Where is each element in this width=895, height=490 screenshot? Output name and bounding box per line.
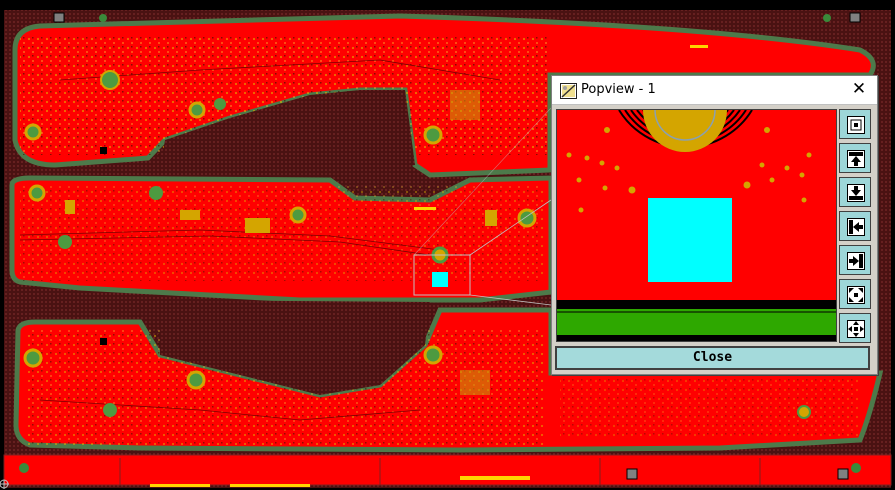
zoom-region-outline [413, 254, 471, 296]
popview-titlebar[interactable]: Popview - 1 ✕ [552, 76, 877, 105]
zoom-in-icon [847, 320, 865, 338]
zoom-out-button[interactable] [839, 279, 871, 309]
app-icon [560, 83, 577, 99]
close-icon[interactable]: ✕ [851, 79, 867, 99]
close-button[interactable]: Close [555, 346, 870, 370]
zoom-fit-icon [847, 116, 865, 134]
mounting-holes [19, 70, 861, 473]
pan-right-button[interactable] [839, 245, 871, 275]
popview-title: Popview - 1 [581, 82, 656, 97]
pan-down-icon [847, 184, 865, 202]
popview-toolbar [839, 109, 873, 344]
pan-right-icon [847, 252, 865, 270]
pan-up-button[interactable] [839, 143, 871, 173]
popview-window[interactable]: Popview - 1 ✕ [551, 75, 878, 375]
highlight-pad [432, 272, 448, 287]
pan-up-icon [847, 150, 865, 168]
zoomed-highlight-pad [648, 198, 732, 282]
zoom-in-button[interactable] [839, 313, 871, 343]
zoom-out-icon [847, 286, 865, 304]
popview-zoom-view[interactable] [556, 109, 837, 342]
zoom-fit-button[interactable] [839, 109, 871, 139]
pan-down-button[interactable] [839, 177, 871, 207]
pan-left-button[interactable] [839, 211, 871, 241]
pan-left-icon [847, 218, 865, 236]
